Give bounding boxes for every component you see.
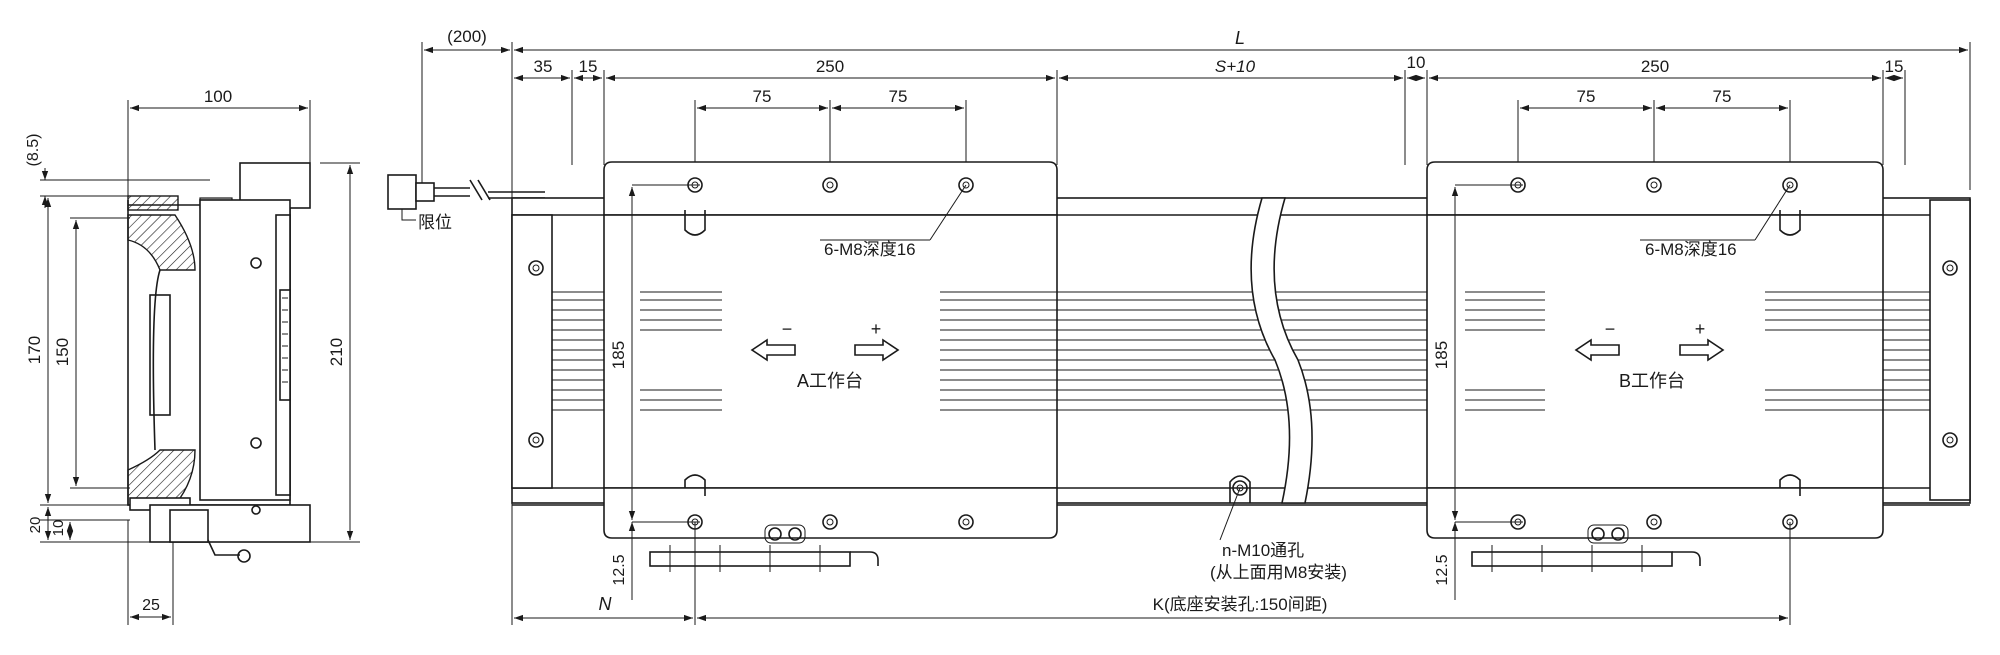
minus-b-label: − (1605, 319, 1616, 339)
table-a: − + A工作台 185 6-M8深度16 12.5 (603, 161, 1058, 600)
total-length-label: L (1235, 28, 1245, 48)
side-inner-height-label: 150 (53, 338, 72, 366)
minus-a-label: − (782, 319, 793, 339)
dim-15-left-label: 15 (579, 57, 598, 76)
top-view: (200) L 35 15 250 S+10 10 250 15 75 75 7… (387, 27, 1971, 625)
side-bottom-offset-1: 20 (27, 517, 44, 534)
height-b-label: 185 (1432, 341, 1451, 369)
dim-s10-label: S+10 (1215, 57, 1256, 76)
pitch-a2-label: 75 (889, 87, 908, 106)
side-bottom-offset-2: 10 (50, 520, 67, 537)
side-top-offset-label: (8.5) (25, 134, 42, 167)
dim-10-label: 10 (1407, 53, 1426, 72)
pitch-b2-label: 75 (1713, 87, 1732, 106)
table-b: − + B工作台 185 6-M8深度16 12.5 (1426, 161, 1884, 600)
holes-b-label: 6-M8深度16 (1645, 240, 1737, 259)
plus-b-label: + (1695, 319, 1706, 339)
table-a-label: A工作台 (797, 371, 863, 391)
pitch-a1-label: 75 (753, 87, 772, 106)
plus-a-label: + (871, 319, 882, 339)
height-a-label: 185 (609, 341, 628, 369)
side-view: 100 (8.5) 170 150 210 20 10 25 (25, 87, 360, 625)
dim-35-label: 35 (534, 57, 553, 76)
side-bottom-width-label: 25 (142, 597, 160, 614)
cable-length-label: (200) (447, 27, 487, 46)
side-width-label: 100 (204, 87, 232, 106)
dim-15-right-label: 15 (1885, 57, 1904, 76)
edge-b-label: 12.5 (1434, 554, 1451, 585)
dim-k-label: K(底座安装孔:150间距) (1153, 595, 1328, 614)
limit-label: 限位 (418, 213, 452, 232)
table-b-label: B工作台 (1619, 371, 1685, 391)
holes-a-label: 6-M8深度16 (824, 240, 916, 259)
edge-a-label: 12.5 (611, 554, 628, 585)
dim-250-a-label: 250 (816, 57, 844, 76)
mount-holes-label-1: n-M10通孔 (1222, 541, 1304, 560)
dim-n-label: N (599, 594, 613, 614)
side-total-height-label: 210 (327, 338, 346, 366)
dim-250-b-label: 250 (1641, 57, 1669, 76)
mount-holes-label-2: (从上面用M8安装) (1210, 563, 1347, 582)
pitch-b1-label: 75 (1577, 87, 1596, 106)
side-outer-height-label: 170 (25, 336, 44, 364)
